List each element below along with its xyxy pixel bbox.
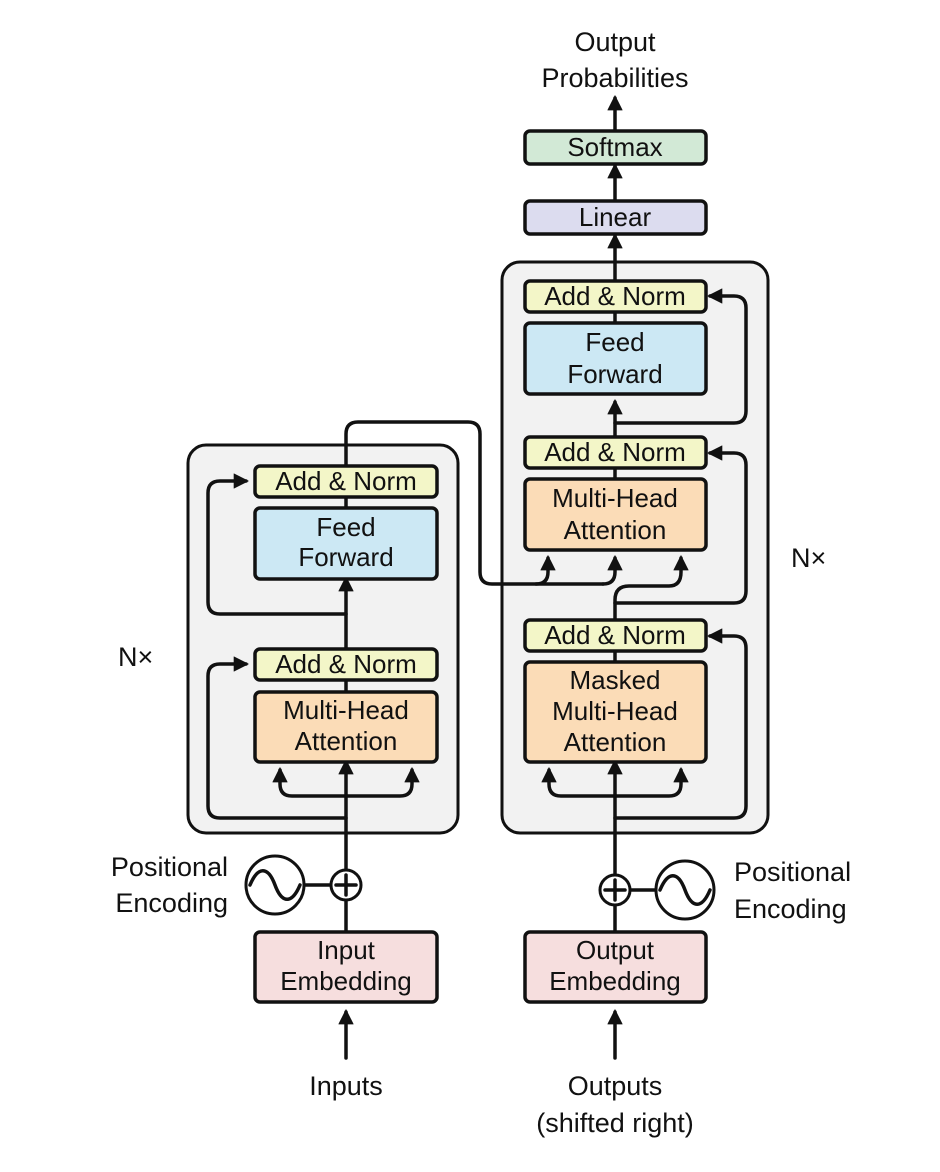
output-embedding: [523, 930, 708, 1004]
encoder-multi-head-attention: [253, 690, 439, 764]
encoder-attention-left-branch: [272, 766, 348, 798]
decoder-residual-3: [613, 288, 748, 425]
output-probabilities-label-2: Probabilities: [541, 63, 688, 93]
encoder-attention-label-2: Attention: [295, 726, 398, 756]
decoder-masked-label-1: Masked: [569, 665, 660, 695]
encoder-feed-forward-label-2: Forward: [298, 542, 393, 572]
decoder-add-norm-middle: [523, 435, 708, 470]
decoder-positional-encoding-label-1: Positional: [734, 857, 851, 887]
plus-circle-icon: [329, 868, 363, 902]
encoder-add-norm-bottom: [253, 647, 439, 682]
decoder-feed-forward: [523, 321, 708, 396]
input-embedding: [253, 930, 439, 1004]
linear-label: Linear: [579, 202, 652, 232]
decoder-cross-attention-label-2: Attention: [564, 515, 667, 545]
encoder-residual-1: [206, 656, 348, 820]
memory-center-up: [601, 554, 623, 586]
sine-wave-icon: [654, 859, 716, 921]
decoder-add-norm-middle-label: Add & Norm: [544, 437, 686, 467]
input-embedding-label-2: Embedding: [280, 966, 412, 996]
decoder-masked-left-branch: [541, 766, 617, 798]
softmax-block: [523, 129, 708, 166]
decoder-add-norm-top: [523, 279, 708, 314]
decoder-repeat-label: N×: [791, 543, 826, 573]
output-embedding-label-1: Output: [576, 935, 655, 965]
inputs-label: Inputs: [309, 1071, 383, 1101]
encoder-attention-right-branch: [344, 766, 420, 798]
encoder-positional-encoding-label-1: Positional: [111, 852, 228, 882]
output-probabilities-label-1: Output: [574, 27, 656, 57]
encoder-add-norm-top: [253, 464, 439, 499]
decoder-add-norm-bottom-label: Add & Norm: [544, 620, 686, 650]
encoder-positional-encoding-label-2: Encoding: [115, 888, 228, 918]
encoder-feed-forward: [253, 506, 439, 581]
encoder-add-norm-top-label: Add & Norm: [275, 466, 417, 496]
encoder-repeat-label: N×: [118, 642, 153, 672]
encoder-add-norm-bottom-label: Add & Norm: [275, 649, 417, 679]
decoder-masked-right-branch: [613, 766, 689, 798]
decoder-residual-1: [613, 628, 748, 820]
decoder-addnorm-to-cross-attention: [613, 554, 689, 622]
sine-wave-icon: [244, 854, 306, 916]
encoder-attention-label-1: Multi-Head: [283, 695, 409, 725]
encoder-residual-2: [206, 473, 348, 616]
decoder-add-norm-bottom: [523, 618, 708, 653]
plus-circle-icon: [598, 873, 632, 907]
connection-lines: [206, 94, 748, 1060]
decoder-cross-attention-label-1: Multi-Head: [552, 483, 678, 513]
decoder-feed-forward-label-2: Forward: [567, 359, 662, 389]
softmax-label: Softmax: [567, 132, 662, 162]
decoder-masked-multi-head-attention: [523, 660, 708, 764]
outputs-label-2: (shifted right): [536, 1108, 694, 1138]
decoder-add-norm-top-label: Add & Norm: [544, 281, 686, 311]
input-embedding-label-1: Input: [317, 935, 376, 965]
outputs-label-1: Outputs: [568, 1071, 663, 1101]
linear-block: [523, 199, 708, 236]
decoder-positional-encoding-label-2: Encoding: [734, 894, 847, 924]
decoder-cross-attention: [523, 477, 708, 552]
decoder-masked-label-2: Multi-Head: [552, 696, 678, 726]
encoder-feed-forward-label-1: Feed: [316, 512, 375, 542]
decoder-masked-label-3: Attention: [564, 727, 667, 757]
decoder-residual-2: [613, 445, 748, 605]
decoder-feed-forward-label-1: Feed: [585, 327, 644, 357]
encoder-stack: [186, 443, 460, 835]
output-embedding-label-2: Embedding: [549, 966, 681, 996]
